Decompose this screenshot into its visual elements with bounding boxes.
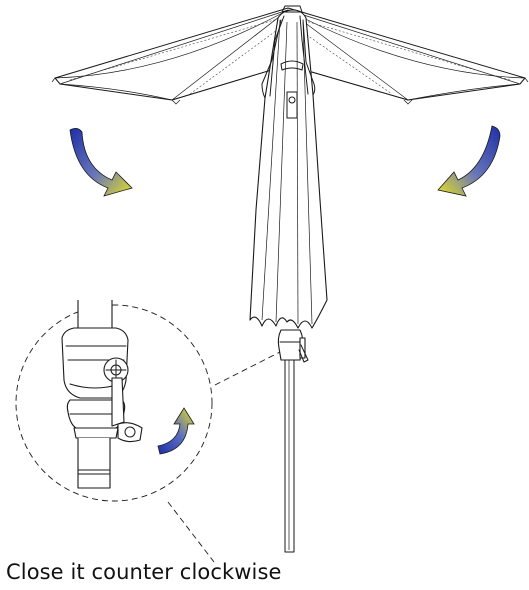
pole — [277, 329, 309, 553]
curved-arrow-up-icon — [157, 407, 195, 455]
caption: Close it counter clockwise — [6, 560, 282, 584]
open-canopy — [51, 7, 529, 105]
curved-arrow-down-left-icon — [437, 125, 501, 197]
magnifier-leader — [214, 351, 281, 386]
caption-leader — [167, 501, 215, 563]
crank-detail-magnifier — [15, 300, 213, 502]
curved-arrow-down-right-icon — [69, 128, 133, 197]
closed-canopy — [249, 5, 328, 329]
